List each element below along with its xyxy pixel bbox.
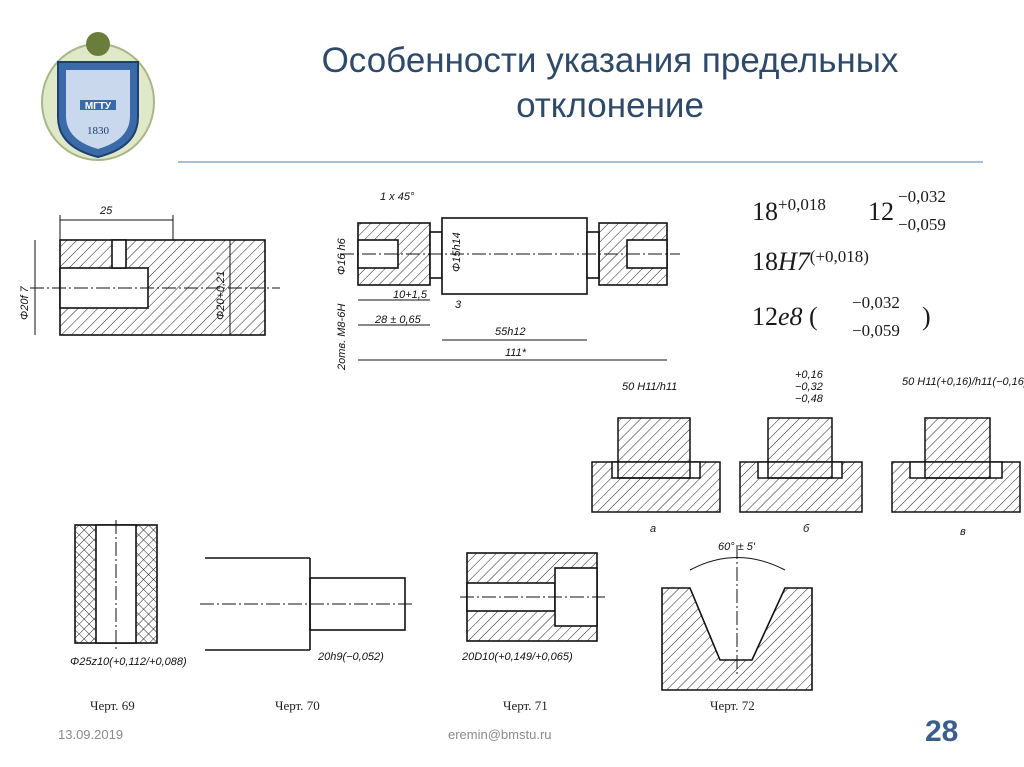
f3-lower: −0,059 xyxy=(852,321,900,340)
title-divider xyxy=(178,161,983,163)
svg-text:18H7(+0,018): 18H7(+0,018) xyxy=(752,247,869,276)
dim-55h12: 55h12 xyxy=(495,326,526,338)
slide-title-line2: отклонение xyxy=(516,86,704,125)
svg-text:): ) xyxy=(922,302,931,331)
drawing-71 xyxy=(460,552,605,642)
f3-tol: e8 xyxy=(778,302,803,331)
slide-title: Особенности указания предельных отклонен… xyxy=(230,38,990,128)
drawing-shaft xyxy=(340,217,680,361)
f1-upper: +0,018 xyxy=(778,195,826,214)
fit-a-label: 50 H11/h11 xyxy=(622,381,677,393)
footer-email: eremin@bmstu.ru xyxy=(448,727,552,742)
dim-phi16h6: Φ16 h6 xyxy=(336,237,348,275)
fit-b-top: +0,16 xyxy=(795,369,824,381)
f1b-upper: −0,032 xyxy=(898,187,946,206)
fit-b-low: −0,48 xyxy=(795,393,824,405)
footer-date: 13.09.2019 xyxy=(58,727,124,742)
formula-block: 18+0,018 12 −0,032 −0,059 18H7(+0,018) 1… xyxy=(752,187,946,340)
svg-text:12e8 (: 12e8 ( xyxy=(752,302,818,331)
label-c: в xyxy=(960,526,966,538)
dim-10: 10+1,5 xyxy=(393,289,428,301)
dim-70: 20h9(−0,052) xyxy=(317,651,384,663)
f2-dev: (+0,018) xyxy=(810,247,869,266)
dim-phi15h14: Φ15h14 xyxy=(451,232,463,272)
label-b: б xyxy=(803,523,810,535)
bmstu-emblem-logo: МГТУ 1830 xyxy=(41,32,155,161)
caption-69: Черт. 69 xyxy=(90,698,135,713)
label-a: а xyxy=(650,523,656,535)
f3-upper: −0,032 xyxy=(852,293,900,312)
slide-title-line1: Особенности указания предельных xyxy=(321,41,899,80)
f1b-base: 12 xyxy=(868,197,894,226)
fit-b-mid: −0,32 xyxy=(795,381,823,393)
f1b-lower: −0,059 xyxy=(898,215,946,234)
caption-71: Черт. 71 xyxy=(503,698,548,713)
drawing-69 xyxy=(74,520,158,650)
logo-text: МГТУ xyxy=(85,101,112,112)
f3-base: 12 xyxy=(752,302,778,331)
svg-text:18+0,018: 18+0,018 xyxy=(752,195,826,226)
dim-chamfer: 1 x 45° xyxy=(380,191,415,203)
drawing-72 xyxy=(661,545,813,691)
page-number: 28 xyxy=(925,715,959,748)
logo-year: 1830 xyxy=(87,125,110,137)
dim-28: 28 ± 0,65 xyxy=(374,314,422,326)
dim-71: 20D10(+0,149/+0,065) xyxy=(461,651,573,663)
dim-69: Φ25z10(+0,112/+0,088) xyxy=(70,656,187,668)
dim-3: 3 xyxy=(455,299,462,311)
drawing-hub-section xyxy=(30,215,280,336)
f2-base: 18 xyxy=(752,247,778,276)
fit-drawings xyxy=(591,417,1021,513)
f1-base: 18 xyxy=(752,197,778,226)
caption-70: Черт. 70 xyxy=(275,698,320,713)
dim-72: 60° ± 5' xyxy=(718,541,756,553)
caption-72: Черт. 72 xyxy=(710,698,755,713)
drawing-70 xyxy=(200,557,415,651)
dim-111: 111* xyxy=(505,347,527,359)
dim-25: 25 xyxy=(99,205,113,217)
fit-c-label: 50 H11(+0,16)/h11(−0,16) xyxy=(902,376,1024,388)
dim-phi20f7: Φ20f 7 xyxy=(19,285,31,320)
f2-tol: H7 xyxy=(777,247,811,276)
dim-thread: 2отв. M8-6H xyxy=(336,304,348,371)
dim-phi20-tol: Φ20+0,21 xyxy=(215,271,227,320)
